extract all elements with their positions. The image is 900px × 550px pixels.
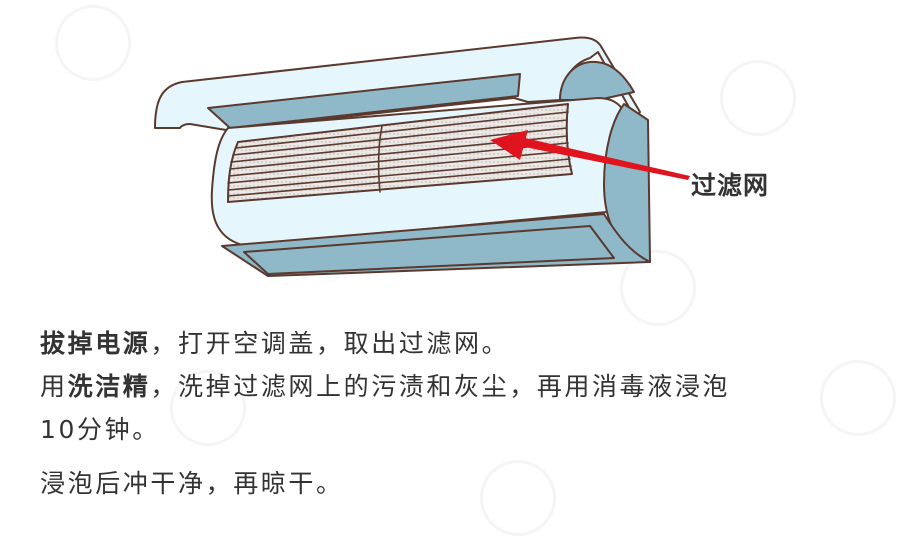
step-1: 拔掉电源，打开空调盖，取出过滤网。 bbox=[40, 322, 880, 365]
step-2-continuation: 10分钟。 bbox=[40, 415, 160, 444]
step-2-prefix: 用 bbox=[40, 372, 68, 401]
step-2: 用洗洁精，洗掉过滤网上的污渍和灰尘，再用消毒液浸泡 bbox=[40, 365, 880, 408]
step-2-text: ，洗掉过滤网上的污渍和灰尘，再用消毒液浸泡 bbox=[150, 372, 731, 401]
instructions: 拔掉电源，打开空调盖，取出过滤网。 用洗洁精，洗掉过滤网上的污渍和灰尘，再用消毒… bbox=[40, 322, 880, 505]
air-conditioner-illustration bbox=[154, 36, 690, 277]
filter-callout-label: 过滤网 bbox=[691, 171, 770, 200]
step-3: 浸泡后冲干净，再晾干。 bbox=[40, 469, 344, 498]
step-2-emphasis: 洗洁精 bbox=[67, 372, 151, 401]
step-1-text: ，打开空调盖，取出过滤网。 bbox=[150, 329, 510, 358]
step-1-emphasis: 拔掉电源 bbox=[40, 329, 151, 358]
